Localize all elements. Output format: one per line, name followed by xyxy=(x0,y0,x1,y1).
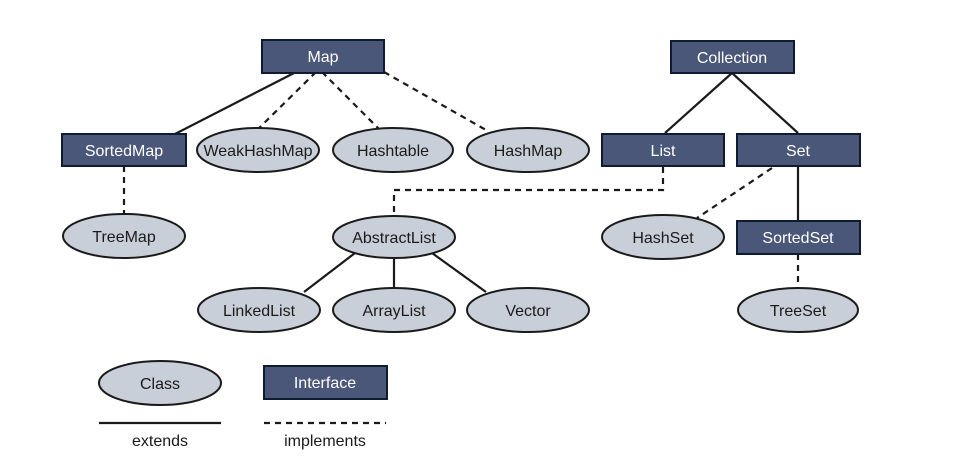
class-node-hashtable: Hashtable xyxy=(332,127,454,173)
legend-extends-label: extends xyxy=(132,433,188,450)
class-node-hashmap: HashMap xyxy=(466,127,590,173)
class-node-hashset: HashSet xyxy=(601,214,725,260)
interface-node-collection: Collection xyxy=(670,40,795,74)
class-node-treeset: TreeSet xyxy=(737,287,859,333)
interface-node-sortedset: SortedSet xyxy=(736,220,861,255)
node-label-sortedmap: SortedMap xyxy=(85,143,163,160)
node-label-treemap: TreeMap xyxy=(92,229,156,246)
legend-implements-label: implements xyxy=(284,433,366,450)
node-label-abstractlist: AbstractList xyxy=(352,230,436,247)
node-label-collection: Collection xyxy=(697,50,767,67)
class-node-vector: Vector xyxy=(466,287,590,333)
node-label-list: List xyxy=(651,143,676,160)
node-label-hashmap: HashMap xyxy=(494,143,563,160)
node-label-vector: Vector xyxy=(505,303,551,320)
node-label-hashtable: Hashtable xyxy=(357,143,429,160)
edge-set-hashset xyxy=(696,167,773,219)
edge-abstractlist-vector xyxy=(431,252,487,293)
legend-class-label: Class xyxy=(140,376,180,393)
edge-map-sortedmap xyxy=(174,71,297,135)
node-label-arraylist: ArrayList xyxy=(362,303,426,320)
legend: Class Interface extends implements xyxy=(98,360,388,450)
interface-node-set: Set xyxy=(736,133,861,167)
node-label-map: Map xyxy=(307,49,338,66)
legend-interface-label: Interface xyxy=(294,375,356,392)
class-node-treemap: TreeMap xyxy=(62,213,186,259)
edge-collection-list xyxy=(664,72,733,134)
edge-collection-set xyxy=(731,72,799,134)
node-label-weakhashmap: WeakHashMap xyxy=(203,143,312,160)
node-label-treeset: TreeSet xyxy=(770,303,827,320)
legend-interface-swatch: Interface xyxy=(263,365,388,400)
edge-map-hashmap xyxy=(383,71,487,131)
edge-map-weakhashmap xyxy=(254,71,317,133)
node-label-set: Set xyxy=(786,143,811,160)
node-label-linkedlist: LinkedList xyxy=(223,303,296,320)
edge-list-abstractlist xyxy=(392,167,665,217)
edge-abstractlist-linkedlist xyxy=(303,252,356,293)
edge-map-hashtable xyxy=(321,71,381,131)
class-node-abstractlist: AbstractList xyxy=(332,215,456,259)
class-node-arraylist: ArrayList xyxy=(332,287,456,333)
class-node-linkedlist: LinkedList xyxy=(197,287,321,333)
node-label-sortedset: SortedSet xyxy=(762,230,834,247)
node-label-hashset: HashSet xyxy=(632,230,694,247)
interface-node-map: Map xyxy=(261,39,385,74)
interface-node-sortedmap: SortedMap xyxy=(61,133,187,167)
edges xyxy=(122,71,800,293)
legend-class-swatch: Class xyxy=(98,360,222,406)
interface-node-list: List xyxy=(601,133,725,167)
class-node-weakhashmap: WeakHashMap xyxy=(196,127,320,173)
